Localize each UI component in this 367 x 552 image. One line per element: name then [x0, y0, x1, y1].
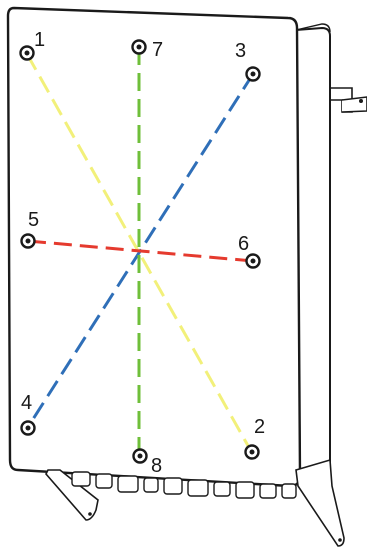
label-screw-4: 4: [21, 392, 32, 414]
cable-glands: [71, 471, 297, 499]
screw-5: [20, 233, 36, 249]
enclosure-side: [294, 26, 331, 480]
wall-bracket-bottom-right: [295, 458, 345, 547]
label-screw-7: 7: [152, 39, 163, 61]
screw-2: [244, 444, 260, 460]
screw-7: [131, 39, 147, 55]
label-screw-6: 6: [238, 233, 249, 255]
screw-1: [19, 45, 35, 61]
screw-8: [132, 448, 148, 464]
screw-3: [245, 66, 261, 82]
screw-6: [245, 253, 261, 269]
line-screw-1-to-2: [25, 53, 253, 452]
line-screw-5-to-6: [27, 239, 254, 263]
wall-bracket-right: [329, 87, 367, 113]
label-screw-3: 3: [235, 40, 246, 62]
wall-bracket-bottom-left: [45, 469, 99, 521]
label-screw-8: 8: [151, 455, 162, 477]
screw-4: [20, 420, 36, 436]
label-screw-5: 5: [28, 209, 39, 231]
label-screw-1: 1: [34, 29, 45, 51]
label-screw-2: 2: [254, 416, 265, 438]
